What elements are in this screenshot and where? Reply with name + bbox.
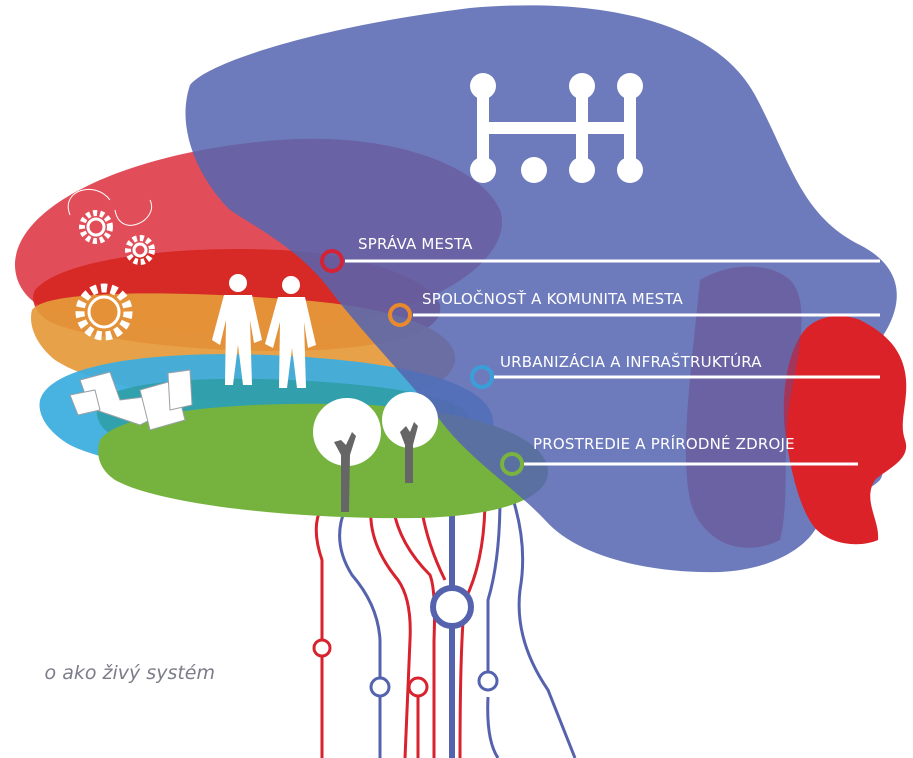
label-urbanizacia-a-infrastruktura: URBANIZÁCIA A INFRAŠTRUKTÚRA [500, 353, 762, 371]
logo-icon [470, 73, 643, 183]
layer-green [98, 403, 549, 519]
label-sprava-mesta: SPRÁVA MESTA [358, 235, 473, 253]
label-prostredie-a-prirodne-zdroje: PROSTREDIE A PRÍRODNÉ ZDROJE [533, 435, 795, 453]
category-nodes [320, 249, 524, 476]
category-lines [345, 259, 880, 466]
circuit-nodes [312, 585, 499, 698]
tree-icon [313, 392, 438, 512]
node-spolocnost [388, 303, 412, 327]
node-urbanizacia [470, 365, 494, 389]
node-sprava-mesta [320, 249, 344, 273]
face-shadow [685, 266, 802, 548]
label-spolocnost-a-komunita: SPOLOČNOSŤ A KOMUNITA MESTA [422, 290, 684, 308]
face-red [783, 315, 907, 545]
node-prostredie [500, 452, 524, 476]
gear-icon [67, 188, 155, 341]
buildings-icon [69, 369, 193, 431]
people-icon [212, 274, 316, 388]
caption-text: o ako živý systém [44, 662, 215, 684]
